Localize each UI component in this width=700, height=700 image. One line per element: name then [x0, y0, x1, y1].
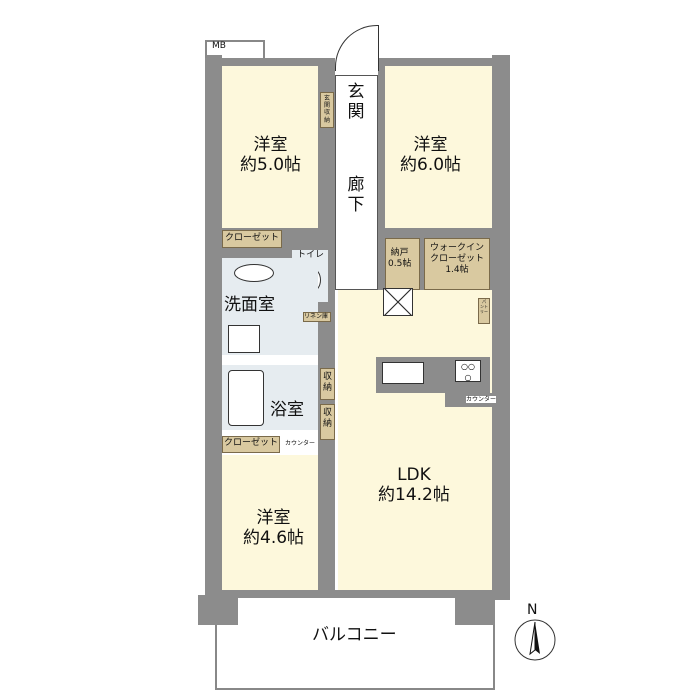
washroom-label: 洗面室: [224, 295, 275, 315]
pantry: [478, 298, 490, 324]
wall-top-left: [205, 58, 335, 66]
stove-icon: ○○○: [455, 360, 481, 382]
wic-name: ウォークイン クローゼット: [429, 243, 484, 264]
pantry-label: パントリー: [480, 299, 488, 314]
western-room-5-label: 洋室約5.0帖: [240, 135, 301, 176]
compass-label: N: [527, 602, 538, 618]
ldk-name: LDK: [397, 465, 431, 485]
western-room-6-label: 洋室約6.0帖: [400, 135, 461, 176]
storage-2: [320, 404, 335, 440]
storeroom-name: 納戸: [390, 248, 409, 258]
corridor-wall-left: [318, 66, 335, 596]
storeroom-size: 0.5帖: [388, 258, 412, 269]
balcony-post-left: [198, 595, 238, 625]
wic-size: 1.4帖: [445, 264, 469, 275]
linen-label: リネン庫: [304, 313, 329, 320]
linen-storage: [303, 312, 331, 322]
entrance-storage-label: 玄関収納: [323, 95, 330, 124]
entrance-label: 玄関: [347, 82, 365, 123]
entrance-hall: [335, 75, 378, 290]
room-size: 約5.0帖: [240, 155, 302, 176]
ldk: [338, 290, 492, 590]
western-room-4-6: [222, 455, 318, 590]
washbasin-icon: [234, 264, 274, 282]
room-name: 洋室: [256, 508, 291, 528]
outer-wall-left: [205, 55, 222, 600]
mb-label: MB: [212, 41, 226, 51]
closet-1-label: クローゼット: [225, 233, 280, 243]
outer-wall-right: [492, 55, 510, 600]
counter-1-label: カウンター: [285, 440, 316, 447]
balcony-label: バルコニー: [312, 625, 397, 645]
toilet-label: トイレ: [297, 250, 325, 260]
wall-top-right: [378, 58, 510, 66]
storage-1-label: 収納: [323, 372, 333, 393]
balcony: [215, 598, 495, 690]
sink-icon: [382, 362, 424, 384]
washing-machine-pan-icon: [228, 325, 260, 353]
room-size: 約4.6帖: [243, 528, 305, 549]
closet-2-label: クローゼット: [224, 438, 279, 448]
storeroom: [385, 238, 420, 290]
north-arrow-icon: [514, 619, 556, 661]
entrance-storage: [320, 92, 334, 128]
closet-2: [222, 436, 280, 453]
wall-bottom: [205, 590, 510, 598]
counter-2-label: カウンター: [466, 396, 497, 404]
closet-1: [222, 230, 282, 248]
western-room-4-6-label: 洋室約4.6帖: [243, 508, 304, 549]
balcony-post-right: [455, 595, 495, 625]
ldk-size: 約14.2帖: [378, 485, 450, 506]
entrance-door[interactable]: [335, 25, 379, 71]
bathroom-label: 浴室: [270, 400, 304, 420]
room-name: 洋室: [253, 135, 288, 155]
mb-box: [205, 40, 265, 58]
room-name: 洋室: [413, 135, 448, 155]
ceiling-vent-icon: [383, 288, 413, 316]
corridor-wall-right: [378, 66, 385, 291]
storage-2-label: 収納: [323, 408, 333, 429]
room-size: 約6.0帖: [400, 155, 462, 176]
bathtub-icon: [228, 370, 264, 426]
hallway-label: 廊下: [347, 175, 365, 216]
walk-in-closet: [424, 238, 490, 290]
storage-1: [320, 368, 335, 400]
western-room-5: [222, 66, 318, 228]
western-room-6: [385, 66, 492, 228]
